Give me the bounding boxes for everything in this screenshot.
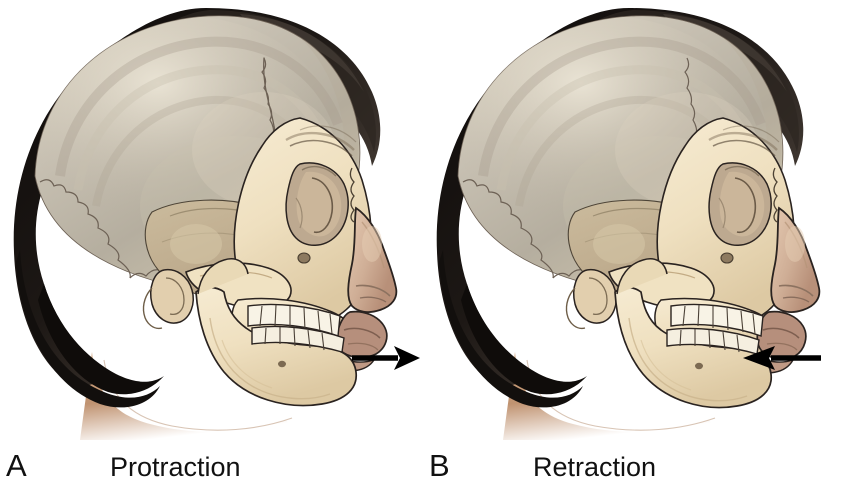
mental-foramen — [695, 362, 703, 370]
facial-skeleton — [185, 117, 373, 362]
caption-block-a: A Protraction — [0, 440, 423, 496]
mandibular-condyle — [616, 258, 668, 295]
panel-letter-b: B — [429, 448, 450, 483]
mandible — [195, 258, 357, 407]
infraorbital-foramen — [720, 252, 734, 264]
mandibular-condyle — [197, 258, 249, 295]
mental-foramen — [278, 360, 286, 368]
upper-teeth — [670, 303, 764, 337]
nose-soft-tissue — [347, 206, 398, 313]
panel-b-illustration — [436, 8, 821, 440]
caption-row: A Protraction B Retraction — [0, 440, 846, 496]
panel-caption-b: Retraction — [533, 452, 657, 482]
panel-letter-a: A — [6, 448, 27, 483]
lower-teeth — [251, 325, 345, 353]
lambdoid-suture — [39, 179, 131, 279]
mastoid-process — [565, 268, 617, 330]
caption-block-b: B Retraction — [423, 440, 846, 496]
protraction-arrow — [352, 346, 420, 370]
lambdoid-suture — [462, 179, 554, 279]
orbital-cavity — [285, 162, 349, 246]
panel-a-illustration — [13, 8, 420, 440]
retraction-arrow — [743, 346, 821, 370]
orbital-cavity — [708, 162, 772, 246]
nose-soft-tissue — [770, 206, 821, 313]
panel-protraction — [0, 0, 423, 440]
infraorbital-foramen — [297, 252, 311, 264]
mastoid-process — [142, 268, 194, 330]
panel-retraction — [423, 0, 846, 440]
panel-caption-a: Protraction — [110, 452, 241, 482]
mandible — [614, 258, 772, 409]
